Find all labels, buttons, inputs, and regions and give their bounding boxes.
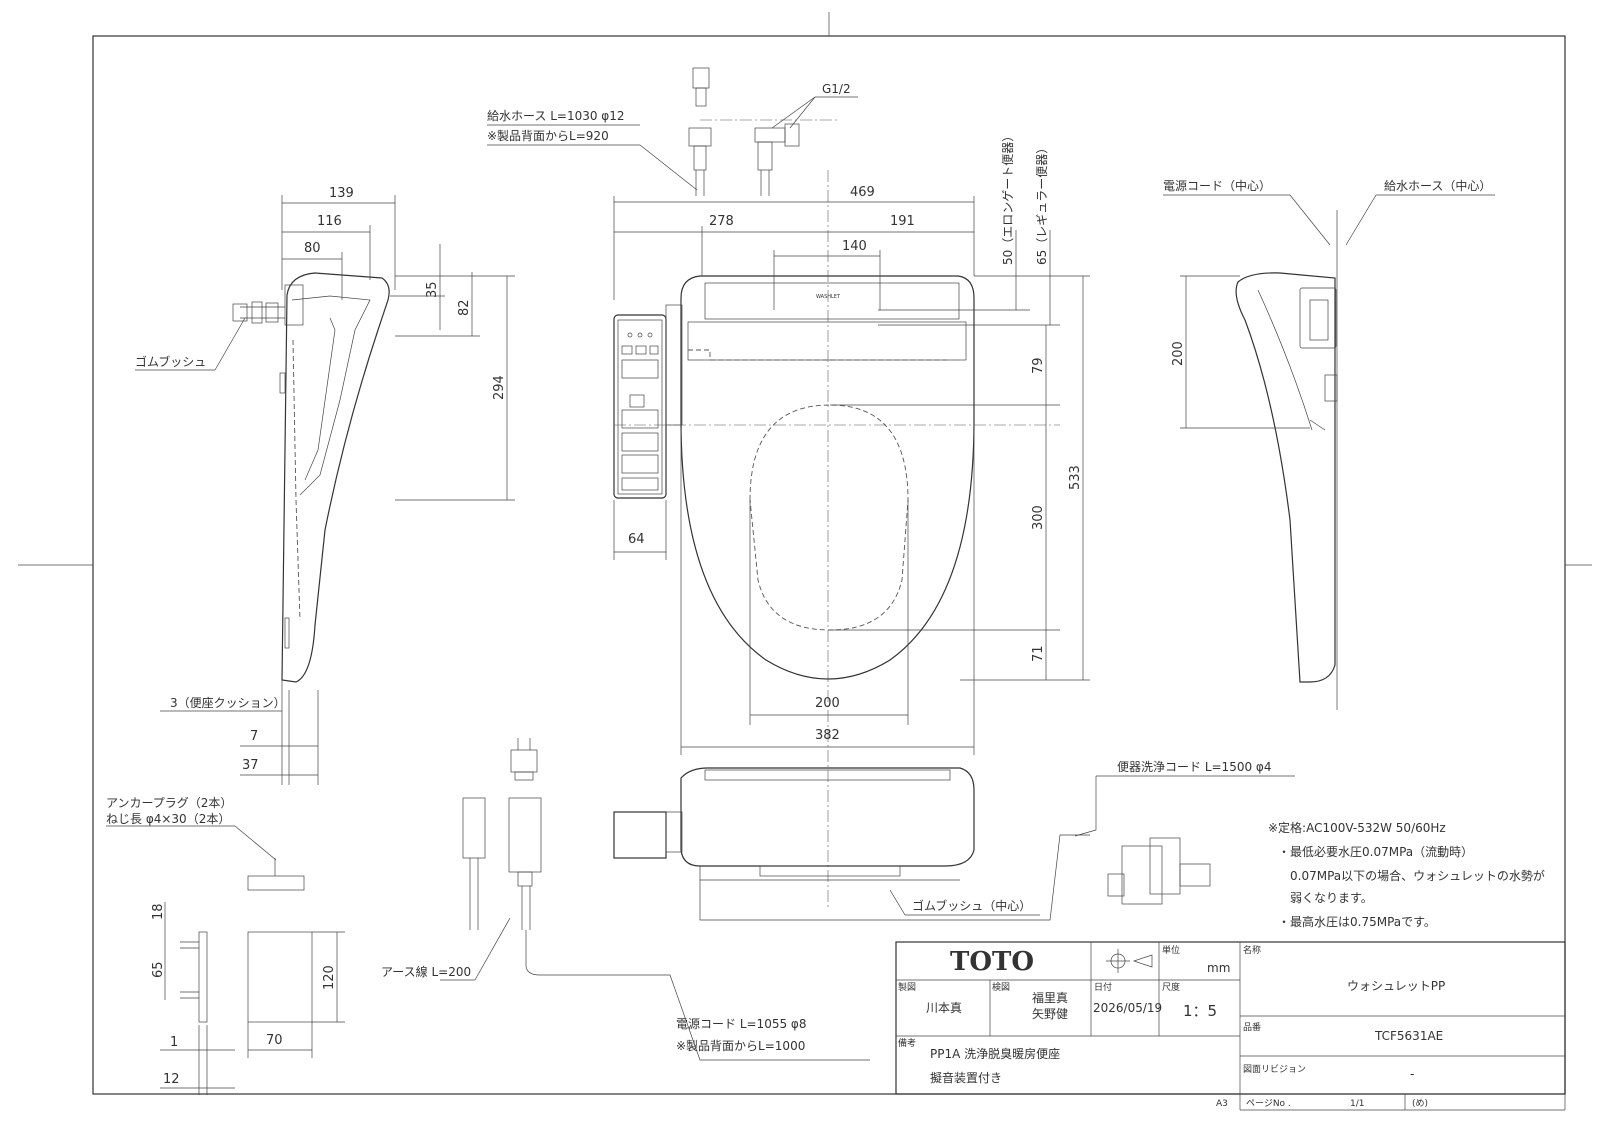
name-label: 名称: [1243, 944, 1261, 956]
checked-label: 検図: [992, 981, 1010, 993]
label-bowl-cord: 便器洗浄コード L=1500 φ4: [1117, 760, 1271, 774]
dim-12: 12: [163, 1072, 180, 1087]
dim-70: 70: [266, 1033, 283, 1048]
brand-toto: TOTO: [950, 947, 1034, 977]
dim-294: 294: [492, 375, 507, 400]
spec-line-4: 弱くなります。: [1290, 891, 1373, 905]
dim-278: 278: [709, 214, 734, 229]
part-label: 品番: [1243, 1021, 1261, 1033]
remarks-label: 備考: [898, 1037, 916, 1049]
label-anchor-2: ねじ長 φ4×30（2本）: [106, 812, 230, 826]
dim-200-right: 200: [1171, 341, 1186, 366]
right-side-view: 200 電源コード（中心） 給水ホース（中心）: [1163, 178, 1495, 710]
spec-line-1: ※定格:AC100V-532W 50/60Hz: [1268, 820, 1446, 835]
remark-line-1: PP1A 洗浄脱臭暖房便座: [930, 1046, 1060, 1061]
front-view: ゴムブッシュ（中心）: [613, 767, 1090, 921]
dim-82: 82: [457, 299, 472, 316]
dim-140: 140: [842, 239, 867, 254]
label-regular: 65（レギュラー便器）: [1035, 142, 1049, 265]
label-supply-hose: 給水ホース L=1030 φ12: [487, 109, 625, 123]
part-number: TCF5631AE: [1374, 1029, 1443, 1043]
drawn-value: 川本真: [926, 1001, 962, 1015]
spec-notes: ※定格:AC100V-532W 50/60Hz ・最低必要水圧0.07MPa（流…: [1268, 820, 1545, 929]
left-side-view: [232, 272, 390, 683]
label-supply-hose-note: ※製品背面からL=920: [487, 129, 609, 143]
scale-value: 1：5: [1183, 1002, 1217, 1020]
drawing-border: [92, 35, 1566, 1095]
power-plug-assembly: アース線 L=200 電源コード L=1055 φ8 ※製品背面からL=1000: [381, 738, 870, 1061]
dim-116: 116: [317, 214, 342, 229]
sheet-size: A3: [1216, 1099, 1228, 1109]
label-earth-wire: アース線 L=200: [381, 964, 471, 979]
dim-1: 1: [170, 1035, 178, 1050]
top-dimensions: 469 278 191 140 64 50（エロンゲート便器） 65（レギュラー…: [613, 130, 1090, 755]
label-elongated: 50（エロンゲート便器）: [1001, 130, 1015, 265]
top-view: WASHLET: [613, 170, 1060, 910]
spec-line-5: ・最高水圧は0.75MPaです。: [1278, 914, 1436, 929]
drawn-label: 製図: [898, 981, 916, 993]
bowl-cleaning-unit: 便器洗浄コード L=1500 φ4: [1074, 760, 1295, 905]
date-value: 2026/05/19: [1093, 1001, 1162, 1015]
revision-label: 図面リビジョン: [1243, 1064, 1306, 1075]
page-value: 1/1: [1350, 1099, 1364, 1109]
dim-139: 139: [329, 186, 354, 201]
dim-37: 37: [242, 758, 259, 773]
bracket-views: 18 65 1 12 120 70: [151, 902, 345, 1095]
dim-200: 200: [815, 696, 840, 711]
left-dimensions: 139 116 80 35 82 294 3（便座クッション） 7 37 ゴムブ…: [135, 186, 515, 785]
label-rubber-bush: ゴムブッシュ: [135, 354, 206, 369]
label-power-center: 電源コード（中心）: [1163, 178, 1271, 193]
label-g12: G1/2: [822, 82, 851, 96]
projection-symbol-icon: [1106, 949, 1153, 973]
label-power-cord-note: ※製品背面からL=1000: [676, 1039, 805, 1053]
label-power-cord: 電源コード L=1055 φ8: [676, 1017, 806, 1031]
title-block: TOTO 単位 mm 製図 川本真 検図 福里真 矢野健 日付 2026/05/…: [895, 941, 1566, 1111]
dim-18: 18: [151, 903, 166, 920]
checked-value-1: 福里真: [1032, 990, 1068, 1005]
checked-value-2: 矢野健: [1032, 1007, 1068, 1021]
label-cushion: 3（便座クッション）: [170, 695, 286, 710]
dim-382: 382: [815, 728, 840, 743]
dim-64: 64: [628, 532, 645, 547]
label-hose-center: 給水ホース（中心）: [1384, 178, 1491, 193]
spec-line-2: ・最低必要水圧0.07MPa（流動時）: [1278, 845, 1473, 859]
page-note: (め): [1412, 1098, 1428, 1109]
date-label: 日付: [1094, 982, 1112, 993]
spec-line-3: 0.07MPa以下の場合、ウォシュレットの水勢が: [1290, 868, 1545, 883]
revision-value: -: [1410, 1067, 1414, 1081]
dim-7: 7: [250, 729, 258, 744]
page-label: ページNo .: [1246, 1099, 1291, 1109]
dim-65: 65: [151, 961, 166, 978]
dim-533: 533: [1068, 465, 1083, 490]
dim-469: 469: [850, 185, 875, 200]
unit-label: 単位: [1162, 944, 1180, 956]
hose-fittings: 給水ホース L=1030 φ12 ※製品背面からL=920 G1/2: [487, 67, 858, 196]
dim-300: 300: [1031, 505, 1046, 530]
dim-35: 35: [425, 281, 440, 298]
dim-120: 120: [322, 965, 337, 990]
dim-71: 71: [1031, 645, 1046, 662]
brand-logo-mark: WASHLET: [816, 294, 841, 300]
label-rubber-bush-center: ゴムブッシュ（中心）: [912, 898, 1031, 913]
dim-191: 191: [890, 214, 915, 229]
product-name: ウォシュレットPP: [1347, 979, 1445, 993]
remark-line-2: 擬音装置付き: [930, 1070, 1002, 1085]
label-anchor-1: アンカープラグ（2本）: [106, 796, 232, 810]
dim-80: 80: [304, 241, 321, 256]
scale-label: 尺度: [1162, 981, 1180, 993]
anchor-plug: アンカープラグ（2本） ねじ長 φ4×30（2本）: [106, 796, 305, 891]
dim-79: 79: [1031, 357, 1046, 374]
unit-value: mm: [1207, 961, 1230, 975]
